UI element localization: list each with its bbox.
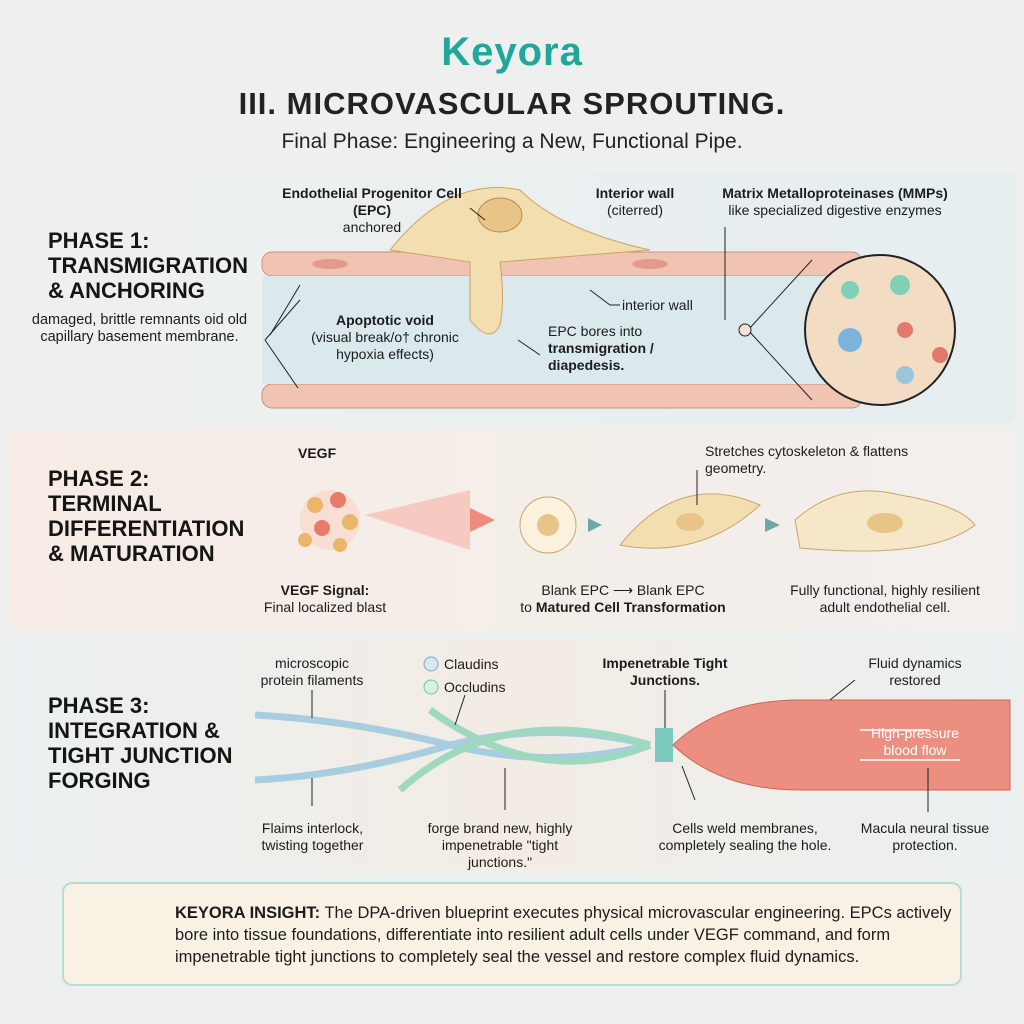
- filaments-label: microscopic protein filaments: [260, 655, 364, 688]
- interior-wall-sublabel: (citerred): [606, 202, 663, 218]
- to-label: to: [520, 599, 532, 615]
- page-subtitle: Final Phase: Engineering a New, Function…: [281, 130, 743, 153]
- tight-junction-strands: [254, 707, 673, 793]
- forge-label: forge brand new, highly impenetrable "ti…: [427, 820, 573, 870]
- mmp-zoom-circle: [738, 254, 956, 406]
- epc-label: Endothelial Progenitor Cell (EPC): [282, 185, 462, 218]
- bores-bold-label: transmigration / diapedesis.: [548, 340, 654, 373]
- insight-label: KEYORA INSIGHT:: [175, 904, 321, 922]
- capillary-vessel: [261, 251, 863, 409]
- occludins-legend-icon: [423, 679, 439, 695]
- vegf-cluster: [298, 490, 495, 552]
- macula-label: Macula neural tissue protection.: [860, 820, 990, 853]
- mmp-label: Matrix Metalloproteinases (MMPs): [722, 185, 948, 201]
- claudins-legend-icon: [423, 656, 439, 672]
- functional-label: Fully functional, highly resilient adult…: [790, 582, 980, 615]
- phase1-title: PHASE 1:TRANSMIGRATION& ANCHORING: [48, 228, 249, 303]
- vegf-label: VEGF: [298, 445, 337, 461]
- cell-progression: [519, 470, 976, 554]
- tight-junctions-label: Impenetrable Tight Junctions.: [602, 655, 728, 688]
- void-label: Apoptotic void: [336, 312, 434, 328]
- blood-flow-label: High-pressure blood flow: [871, 725, 959, 758]
- occludins-label: Occludins: [444, 679, 506, 695]
- matured-label: Matured Cell Transformation: [535, 599, 726, 615]
- interior-wall-label: Interior wall: [595, 185, 675, 201]
- insight-text: KEYORA INSIGHT: The DPA-driven blueprint…: [175, 902, 955, 968]
- remnants-label: damaged, brittle remnants oid old capill…: [31, 312, 248, 345]
- epc-cell: [389, 187, 651, 335]
- blood-vessel: [672, 699, 1011, 791]
- epc-sublabel: anchored: [342, 219, 402, 235]
- page-title: III. MICROVASCULAR SPROUTING.: [238, 86, 786, 121]
- stretch-label: Stretches cytoskeleton & flattens geomet…: [705, 443, 909, 476]
- weld-label: Cells weld membranes, completely sealing…: [658, 820, 832, 853]
- vegf-signal-sublabel: Final localized blast: [263, 599, 387, 615]
- vegf-signal-label: VEGF Signal:: [280, 582, 370, 598]
- insight-box: [62, 882, 962, 986]
- bores-label: EPC bores into: [548, 323, 643, 339]
- void-sublabel: (visual break/o† chronic hypoxia effects…: [311, 329, 459, 362]
- keyora-logo: Keyora: [441, 30, 583, 74]
- interlock-label: Flaims interlock, twisting together: [261, 820, 364, 853]
- insight-body: The DPA-driven blueprint executes physic…: [175, 904, 952, 966]
- fluid-dynamics-label: Fluid dynamics restored: [868, 655, 962, 688]
- mmp-sublabel: like specialized digestive enzymes: [728, 202, 942, 218]
- interior-wall-callout: interior wall: [622, 297, 693, 313]
- blank-epc-label: Blank EPC ⟶ Blank EPC: [541, 582, 705, 598]
- phase1-leader-lines: [264, 207, 726, 389]
- claudins-label: Claudins: [444, 656, 499, 672]
- phase3-leader-lines: [311, 679, 929, 812]
